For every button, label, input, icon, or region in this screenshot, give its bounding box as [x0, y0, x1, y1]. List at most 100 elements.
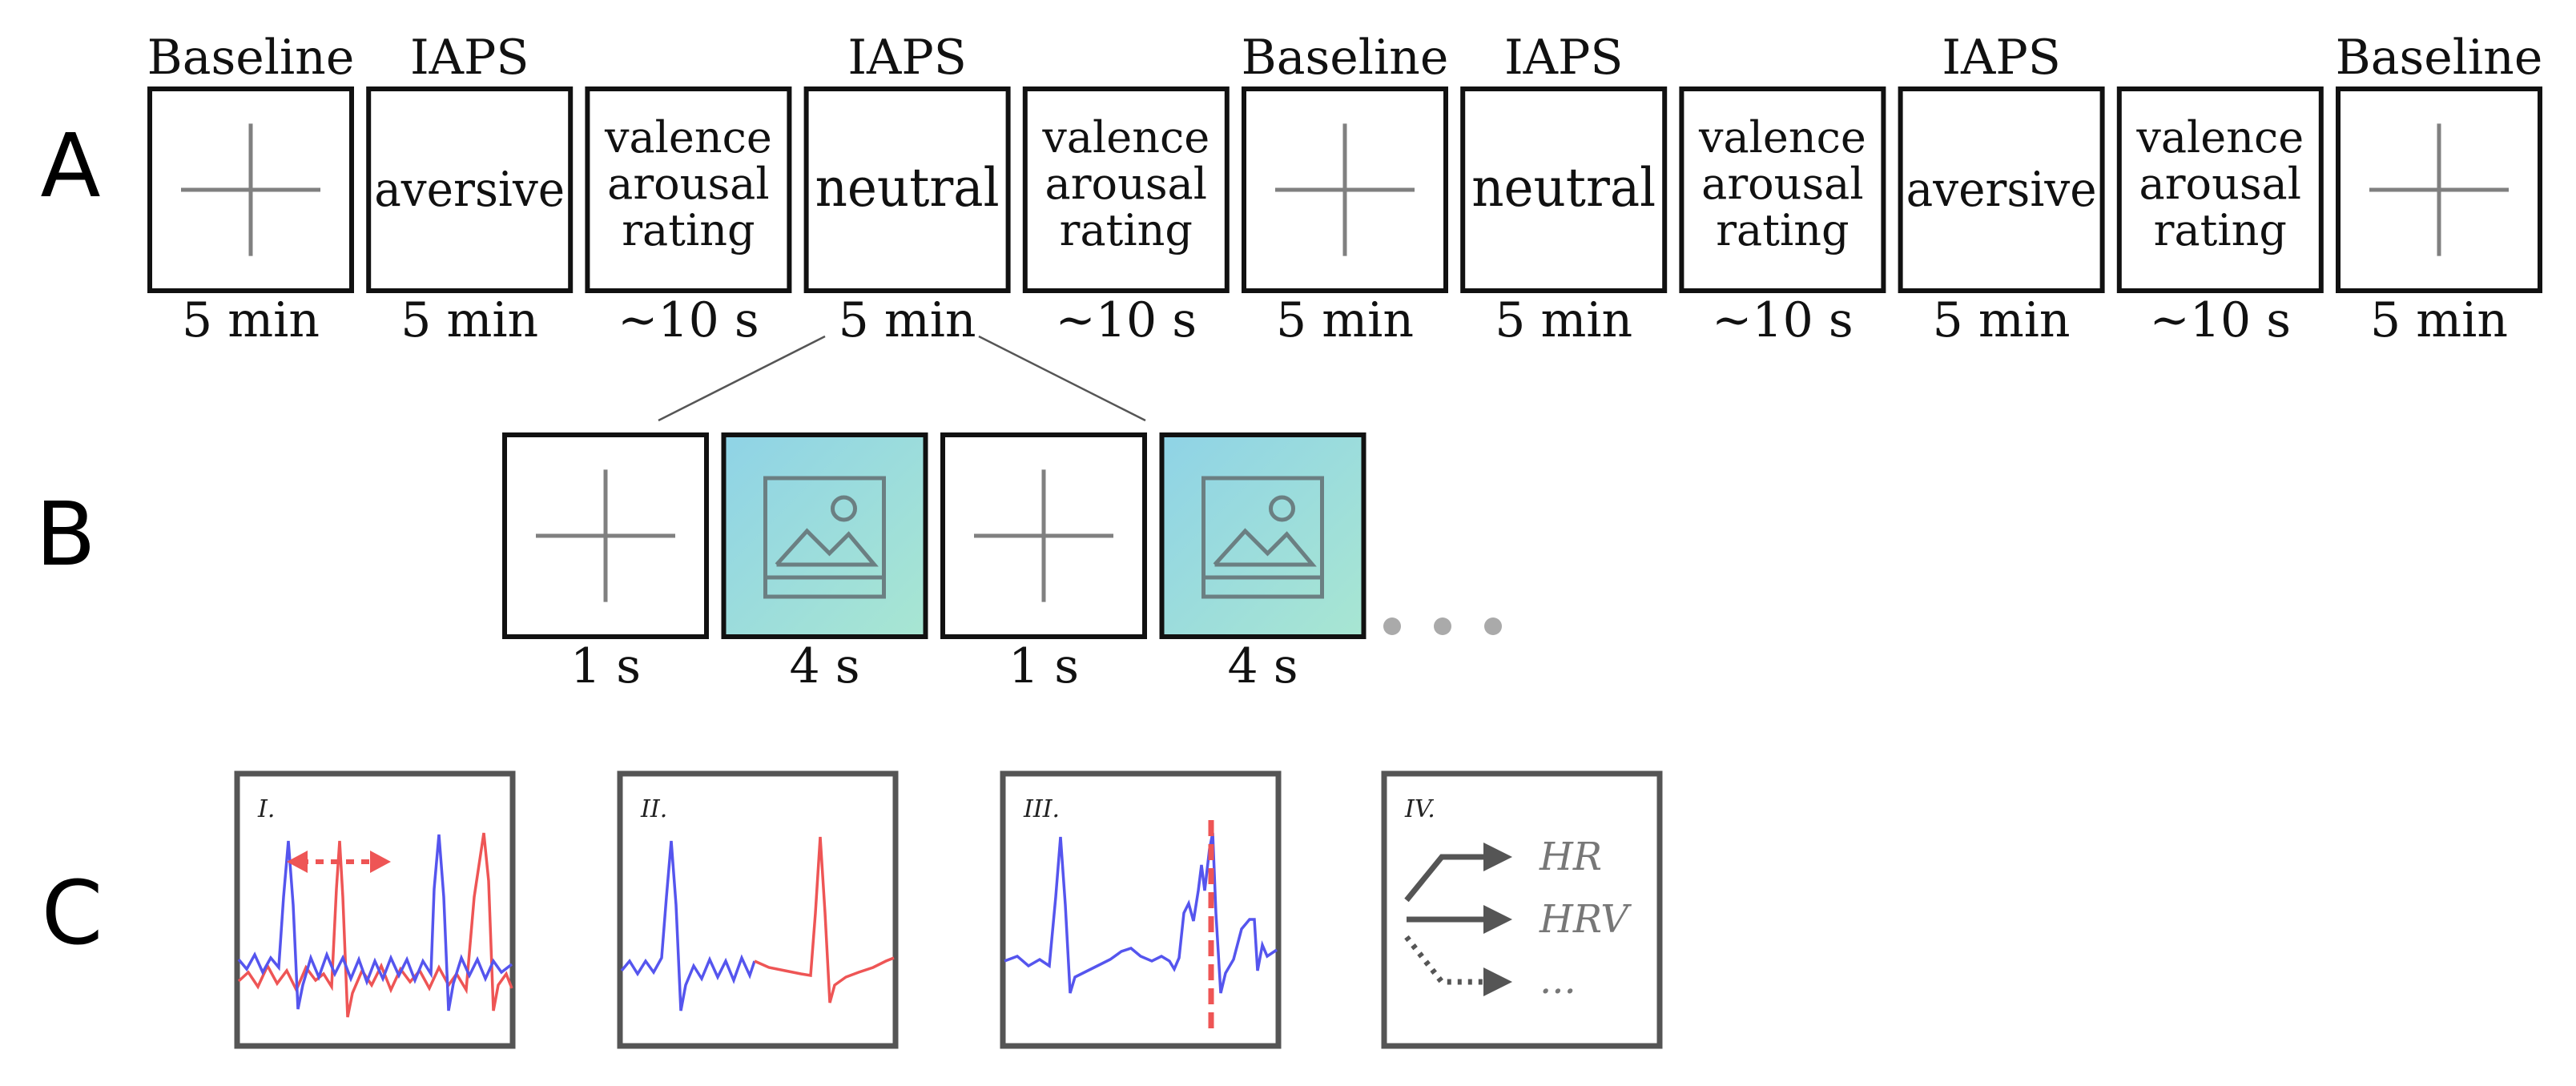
- zoom-connector-left: [658, 335, 826, 422]
- arrow-right-icon: [1483, 967, 1512, 996]
- arrow-left-icon: [287, 851, 308, 873]
- block-header: IAPS: [847, 30, 967, 86]
- ellipsis-dot: [1484, 617, 1502, 635]
- trial-duration: 4 s: [789, 638, 859, 694]
- trial-duration: 1 s: [1008, 638, 1079, 694]
- processing-panel-3: III.: [1000, 770, 1282, 1049]
- rating-label: valence: [604, 112, 772, 163]
- block-duration: ~10 s: [618, 292, 759, 348]
- block-duration: 5 min: [2370, 292, 2508, 348]
- rating-label: arousal: [1701, 159, 1863, 209]
- ecg-trace-blue: [1004, 832, 1278, 994]
- block-duration: ~10 s: [1712, 292, 1853, 348]
- block-frame: [803, 86, 1011, 293]
- panel-label-a: A: [40, 115, 100, 217]
- rating-label: rating: [2154, 205, 2287, 255]
- output-hrv: HRV: [1539, 897, 1632, 942]
- block-duration: 5 min: [182, 292, 320, 348]
- trial-image: 4 s: [721, 432, 928, 694]
- panel-label-c: C: [42, 862, 103, 964]
- arrow-right-icon: [1483, 905, 1512, 934]
- arrow-right-icon: [370, 851, 391, 873]
- ecg-trace-red: [754, 836, 895, 1004]
- trial-image: 4 s: [1159, 432, 1366, 694]
- output-hr: HR: [1539, 835, 1602, 879]
- trial-sequence: 1 s 4 s 1 s 4 s: [502, 432, 1366, 694]
- block-aversive: IAPS aversive 5 min: [366, 30, 574, 348]
- block-duration: ~10 s: [1056, 292, 1197, 348]
- hr-arrow-shaft: [1404, 854, 1487, 903]
- trial-frame: [721, 432, 928, 639]
- block-header: IAPS: [1942, 30, 2061, 86]
- fixation-cross-icon: [1275, 123, 1415, 256]
- ecg-trace-blue: [620, 840, 756, 1012]
- rating-label: rating: [1060, 205, 1193, 255]
- processing-panel-2: II.: [617, 770, 899, 1049]
- rating-label: rating: [622, 205, 755, 255]
- panel-label-b: B: [35, 483, 95, 585]
- stimulus-label: aversive: [1906, 162, 2097, 218]
- block-duration: 5 min: [1276, 292, 1414, 348]
- block-duration: 5 min: [400, 292, 538, 348]
- panel-label: I.: [257, 795, 275, 823]
- trial-duration: 4 s: [1227, 638, 1298, 694]
- ellipsis-dot: [1383, 617, 1401, 635]
- block-frame: [366, 86, 574, 293]
- block-frame: [1679, 86, 1886, 293]
- rating-label: arousal: [2139, 159, 2301, 209]
- image-placeholder-icon: [763, 476, 886, 599]
- stimulus-label: neutral: [815, 157, 1000, 219]
- panel-frame: [234, 770, 516, 1049]
- trial-fixation: 1 s: [940, 432, 1147, 694]
- trial-duration: 1 s: [570, 638, 641, 694]
- ecg-trace-red: [237, 832, 513, 1018]
- output-other: ...: [1540, 958, 1576, 1003]
- block-frame: [1898, 86, 2105, 293]
- rating-label: rating: [1716, 205, 1849, 255]
- rating-label: arousal: [1045, 159, 1207, 209]
- block-header: IAPS: [1504, 30, 1624, 86]
- other-arrow-shaft: [1404, 935, 1487, 985]
- processing-panel-1: I.: [234, 770, 516, 1049]
- block-fixation: Baseline 5 min: [1242, 30, 1449, 348]
- block-aversive: IAPS aversive 5 min: [1898, 30, 2105, 348]
- rating-label: valence: [1698, 112, 1866, 163]
- panel-label: III.: [1023, 795, 1060, 823]
- block-header: Baseline: [2336, 30, 2543, 86]
- block-fixation: Baseline 5 min: [2336, 30, 2543, 348]
- block-duration: 5 min: [1495, 292, 1632, 348]
- block-frame: [2116, 86, 2324, 293]
- fixation-cross-icon: [536, 469, 675, 602]
- ellipsis-dot: [1434, 617, 1451, 635]
- fixation-cross-icon: [974, 469, 1113, 602]
- rating-label: valence: [2135, 112, 2304, 163]
- image-placeholder-icon: [1201, 476, 1324, 599]
- zoom-connector-right: [978, 335, 1146, 422]
- block-frame: [585, 86, 792, 293]
- fixation-cross-icon: [2369, 123, 2509, 256]
- panel-frame: [1381, 770, 1663, 1049]
- block-header: Baseline: [1242, 30, 1449, 86]
- block-duration: ~10 s: [2150, 292, 2291, 348]
- rating-label: valence: [1041, 112, 1210, 163]
- trial-fixation: 1 s: [502, 432, 709, 694]
- block-frame: [1460, 86, 1668, 293]
- block-header: IAPS: [410, 30, 529, 86]
- processing-panel-4: IV. HR HRV ...: [1381, 770, 1663, 1049]
- rating-label: arousal: [607, 159, 769, 209]
- stimulus-label: aversive: [374, 162, 565, 218]
- trial-frame: [1159, 432, 1366, 639]
- ecg-trace-blue: [237, 834, 513, 1012]
- arrow-right-icon: [1483, 843, 1512, 871]
- panel-frame: [1000, 770, 1282, 1049]
- block-duration: 5 min: [1933, 292, 2071, 348]
- block-frame: [1022, 86, 1230, 293]
